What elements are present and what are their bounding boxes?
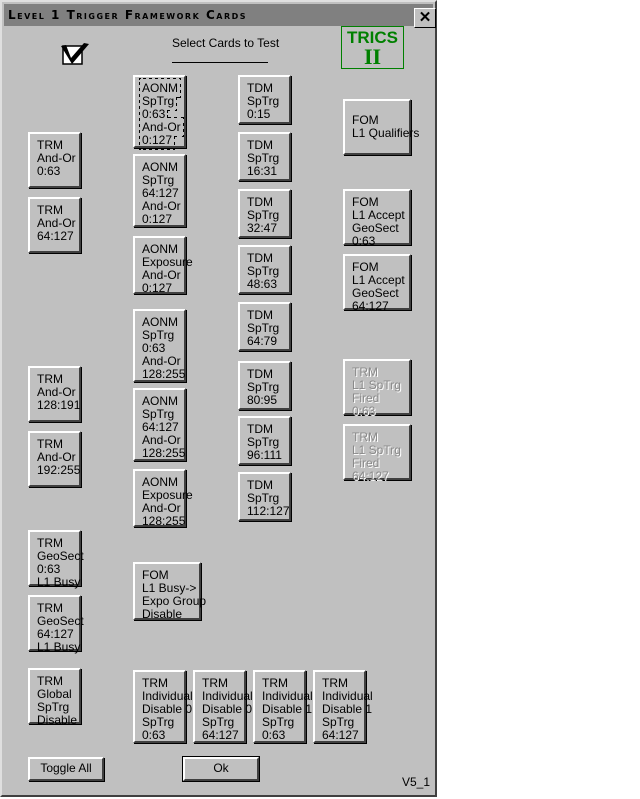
card-tdm-112-127[interactable]: TDM SpTrg 112:127 bbox=[238, 472, 291, 521]
card-fom-l1-accept-geosect-64-127[interactable]: FOM L1 Accept GeoSect 64:127 bbox=[343, 254, 411, 313]
instruction-label: Select Cards to Test bbox=[172, 36, 280, 50]
divider bbox=[172, 62, 268, 63]
card-trm-geosect-0-63[interactable]: TRM GeoSect 0:63 L1 Busy bbox=[28, 530, 84, 589]
card-trm-individual-disable0-64-127[interactable]: TRM Individual Disable 0 SpTrg 64:127 bbox=[193, 670, 253, 743]
card-tdm-64-79[interactable]: TDM SpTrg 64:79 bbox=[238, 302, 291, 351]
window-title: Level 1 Trigger Framework Cards bbox=[8, 8, 248, 22]
card-trm-geosect-64-127[interactable]: TRM GeoSect 64:127 L1 Busy bbox=[28, 595, 84, 654]
card-tdm-48-63[interactable]: TDM SpTrg 48:63 bbox=[238, 245, 291, 294]
close-button[interactable]: ✕ bbox=[414, 8, 436, 28]
card-trm-l1-sptrg-fired-0-63[interactable]: TRM L1 SpTrg Fired 0:63 bbox=[343, 359, 411, 418]
card-trm-individual-disable1-64-127[interactable]: TRM Individual Disable 1 SpTrg 64:127 bbox=[313, 670, 373, 743]
card-aonm-sptrg-0-63-andor-128-255[interactable]: AONM SpTrg 0:63 And-Or 128:255 bbox=[133, 309, 186, 382]
card-fom-l1-qualifiers[interactable]: FOM L1 Qualifiers bbox=[343, 99, 419, 155]
card-trm-andor-64-127[interactable]: TRM And-Or 64:127 bbox=[28, 197, 81, 253]
card-tdm-80-95[interactable]: TDM SpTrg 80:95 bbox=[238, 361, 291, 410]
card-aonm-exposure-andor-0-127[interactable]: AONM Exposure And-Or 0:127 bbox=[133, 236, 193, 295]
card-trm-global-sptrg-disable[interactable]: TRM Global SpTrg Disable bbox=[28, 668, 81, 727]
toggle-all-button[interactable]: Toggle All bbox=[28, 757, 104, 781]
card-tdm-32-47[interactable]: TDM SpTrg 32:47 bbox=[238, 189, 291, 238]
checkmark-icon bbox=[61, 43, 89, 65]
card-trm-l1-sptrg-fired-64-127[interactable]: TRM L1 SpTrg Fired 64:127 bbox=[343, 424, 411, 483]
version-label: V5_1 bbox=[402, 775, 431, 789]
card-tdm-0-15[interactable]: TDM SpTrg 0:15 bbox=[238, 75, 291, 124]
card-trm-andor-0-63[interactable]: TRM And-Or 0:63 bbox=[28, 132, 81, 188]
title-bar[interactable]: Level 1 Trigger Framework Cards ✕ bbox=[4, 4, 436, 28]
card-fom-l1-accept-geosect-0-63[interactable]: FOM L1 Accept GeoSect 0:63 bbox=[343, 189, 411, 248]
card-aonm-sptrg-64-127-andor-0-127[interactable]: AONM SpTrg 64:127 And-Or 0:127 bbox=[133, 154, 186, 227]
card-aonm-sptrg-64-127-andor-128-255[interactable]: AONM SpTrg 64:127 And-Or 128:255 bbox=[133, 388, 186, 461]
card-aonm-sptrg-0-63-andor-0-127[interactable]: AONM SpTrg 0:63 And-Or 0:127 bbox=[133, 75, 186, 150]
card-tdm-16-31[interactable]: TDM SpTrg 16:31 bbox=[238, 132, 291, 181]
ok-button[interactable]: Ok bbox=[182, 756, 260, 782]
card-trm-andor-128-191[interactable]: TRM And-Or 128:191 bbox=[28, 366, 81, 422]
card-trm-andor-192-255[interactable]: TRM And-Or 192:255 bbox=[28, 431, 81, 487]
card-trm-individual-disable1-0-63[interactable]: TRM Individual Disable 1 SpTrg 0:63 bbox=[253, 670, 313, 743]
card-fom-l1busy-expo-group-disable[interactable]: FOM L1 Busy-> Expo Group Disable bbox=[133, 562, 206, 621]
trics-logo: TRICS II bbox=[341, 26, 404, 69]
card-tdm-96-111[interactable]: TDM SpTrg 96:111 bbox=[238, 416, 291, 465]
card-aonm-exposure-andor-128-255[interactable]: AONM Exposure And-Or 128:255 bbox=[133, 469, 193, 528]
card-trm-individual-disable0-0-63[interactable]: TRM Individual Disable 0 SpTrg 0:63 bbox=[133, 670, 193, 743]
dialog-window: Level 1 Trigger Framework Cards ✕ Select… bbox=[0, 0, 437, 797]
